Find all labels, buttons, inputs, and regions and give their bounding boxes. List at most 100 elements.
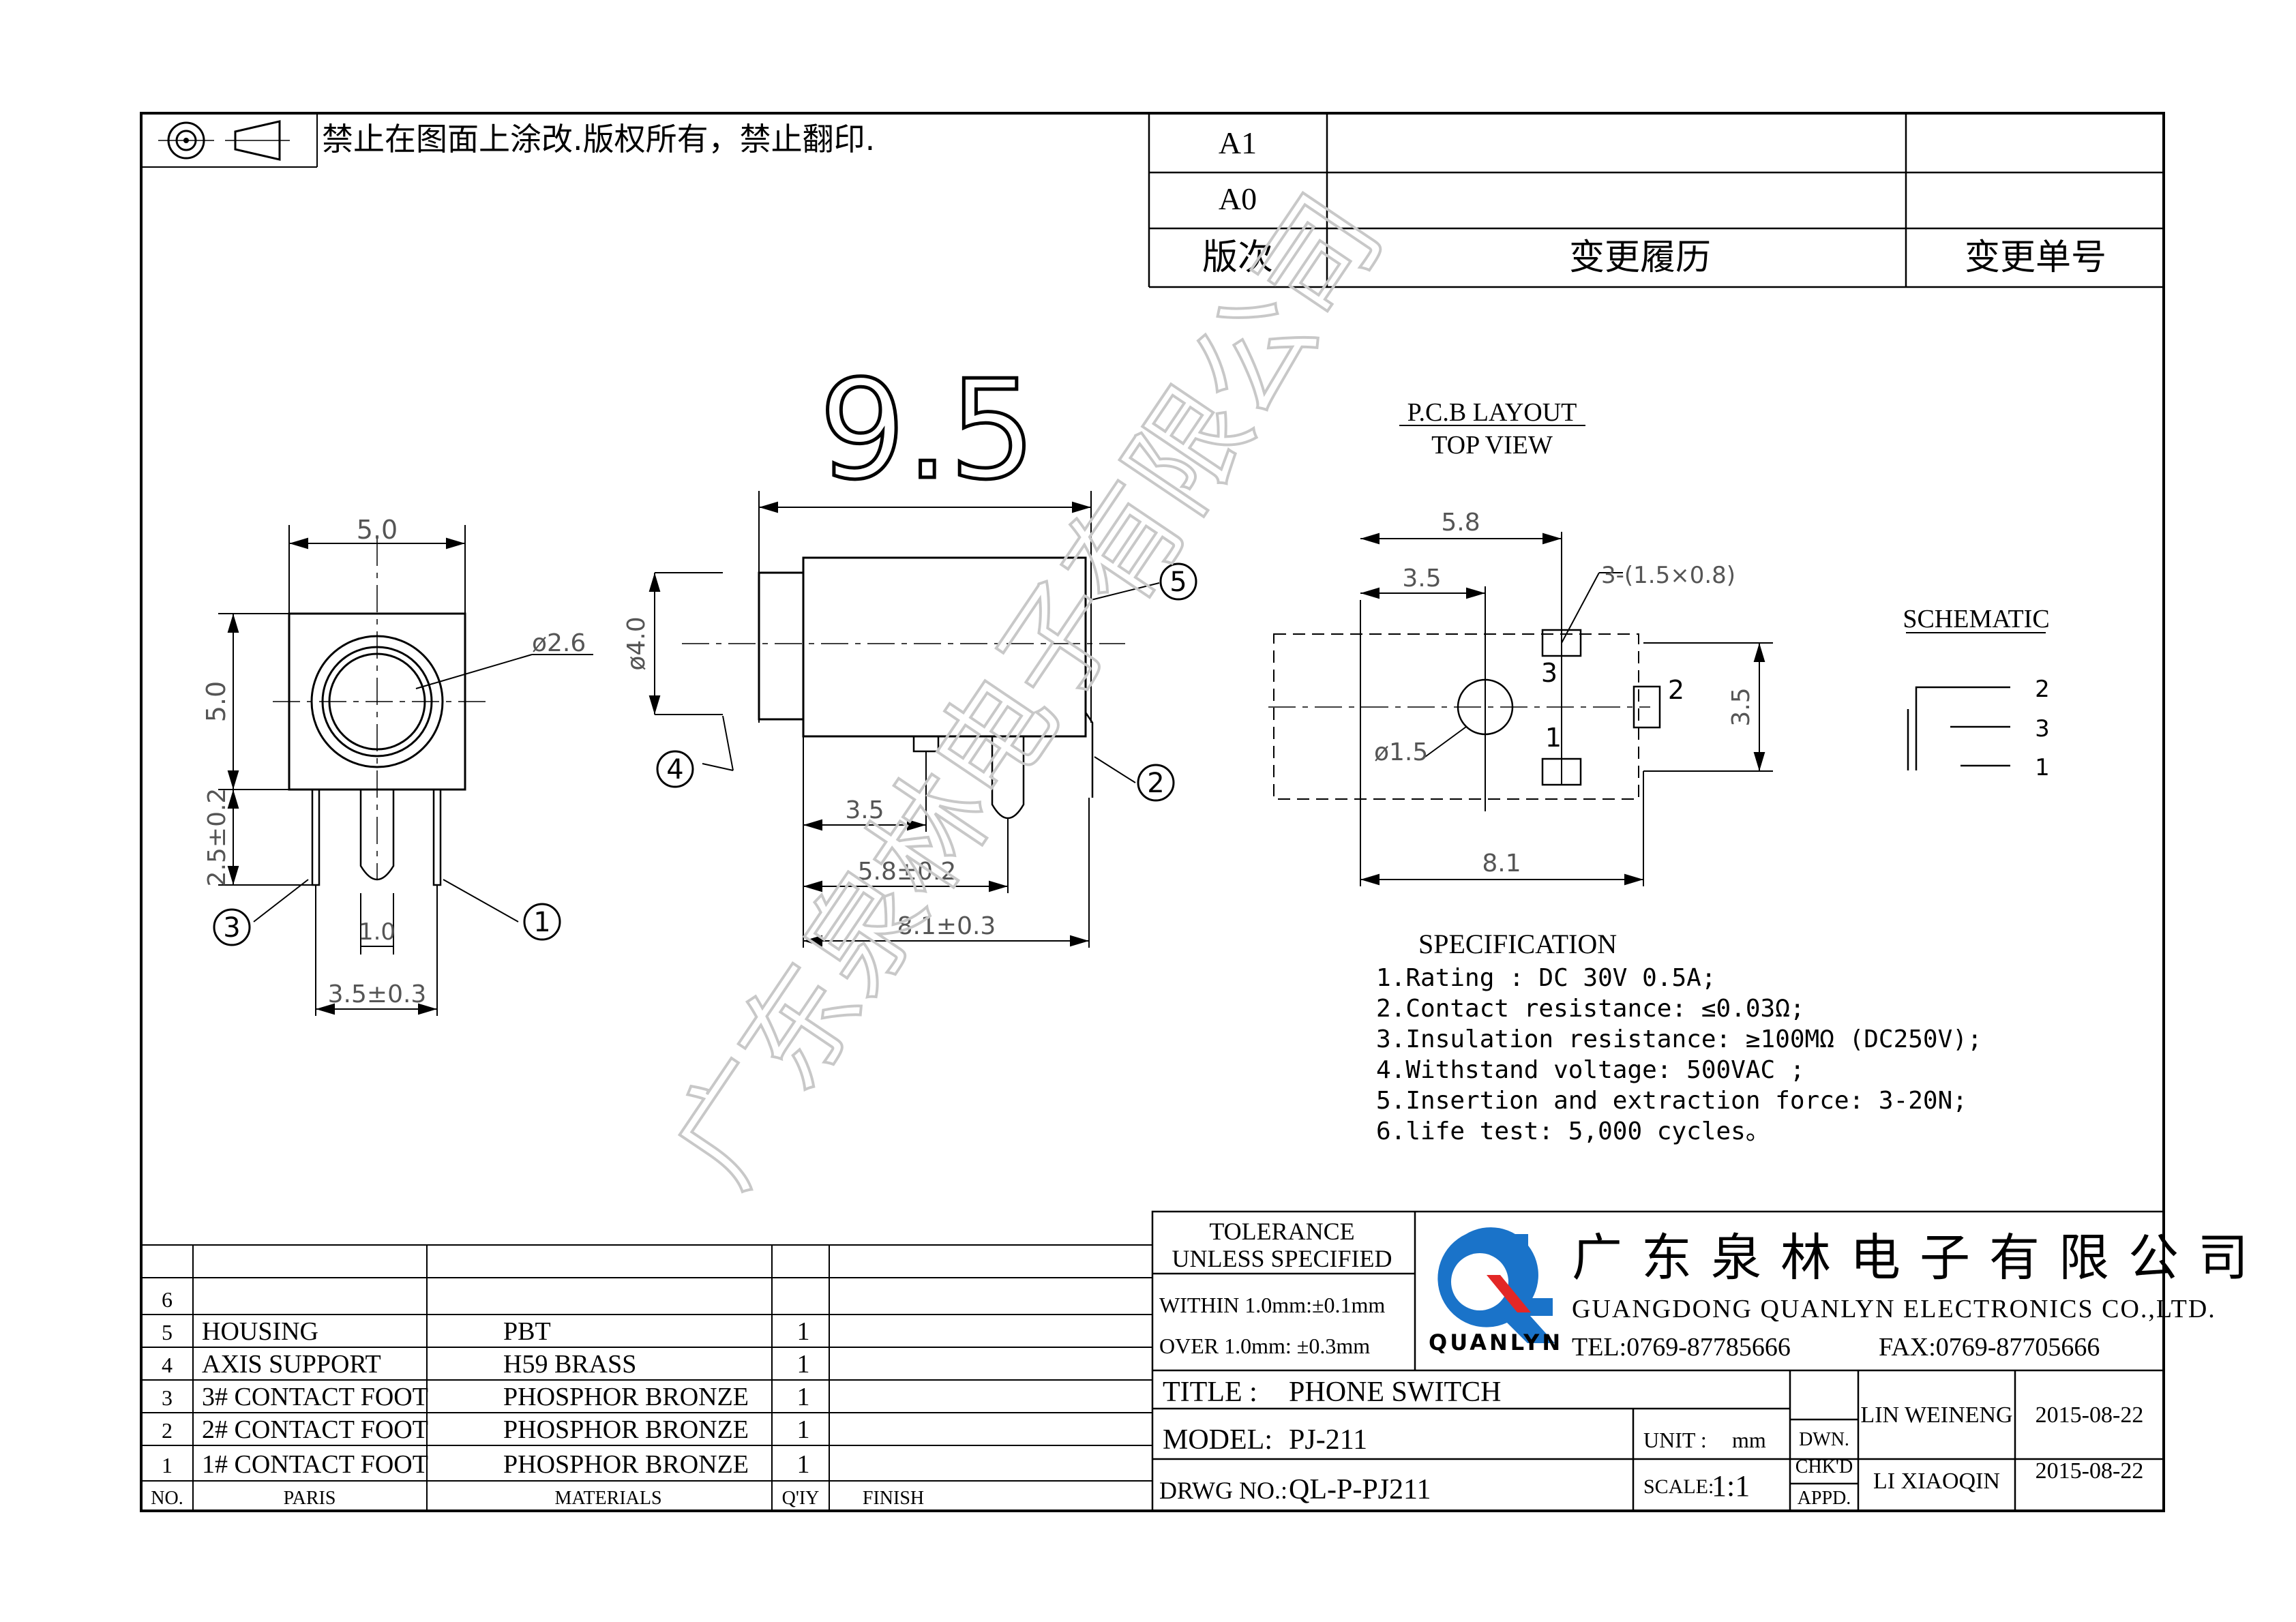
pin-gap-label: 1.0: [359, 918, 396, 946]
tolerance-subtitle: UNLESS SPECIFIED: [1172, 1245, 1392, 1272]
approved-by-label: APPD.: [1798, 1488, 1851, 1509]
drawn-by-label: DWN.: [1799, 1429, 1849, 1450]
spec-item-2: 2.Contact resistance: ≤0.03Ω;: [1376, 995, 1805, 1023]
bom-header-qty: Q'IY: [782, 1488, 820, 1509]
balloon-4: 4: [656, 750, 694, 788]
revision-col-history: 变更履历: [1569, 237, 1711, 278]
company-name-cn: 广东泉林电子有限公司: [1572, 1229, 2267, 1287]
schematic-pin-2: 2: [2035, 676, 2050, 703]
pcb-title: P.C.B LAYOUT: [1407, 398, 1577, 427]
checked-date: 2015-08-22: [2036, 1458, 2144, 1484]
pcb-dim-3-5: 3.5: [1402, 565, 1441, 592]
spec-item-3: 3.Insulation resistance: ≥100MΩ (DC250V)…: [1376, 1025, 1982, 1053]
revision-col-number: 变更单号: [1965, 237, 2106, 278]
schematic-title: SCHEMATIC: [1903, 605, 2049, 633]
svg-text:1: 1: [797, 1415, 810, 1444]
checked-by-name: LI XIAOQIN: [1873, 1469, 2000, 1494]
schematic-pin-1: 1: [2035, 754, 2050, 781]
svg-text:HOUSING: HOUSING: [202, 1317, 318, 1346]
company-tel: TEL:0769-87785666: [1572, 1333, 1791, 1362]
bom-header-material: MATERIALS: [554, 1488, 661, 1509]
table-row: 3 3# CONTACT FOOT PHOSPHOR BRONZE 1: [162, 1383, 810, 1411]
revision-row-a1: A1: [1219, 125, 1257, 160]
svg-text:1: 1: [533, 907, 550, 938]
svg-text:PBT: PBT: [503, 1317, 551, 1346]
company-watermark: 广东泉林电子有限公司: [648, 172, 1408, 1209]
pcb-dim-8-1: 8.1: [1482, 850, 1521, 877]
pcb-pad-size: 3-(1.5×0.8): [1601, 562, 1735, 589]
table-row: 1 1# CONTACT FOOT PHOSPHOR BRONZE 1: [162, 1450, 810, 1479]
scale-label: SCALE:: [1643, 1475, 1714, 1498]
bom-rows: 6 5 HOUSING PBT 1 4 AXIS SUPPORT H59 BRA…: [151, 1287, 924, 1509]
title-value: PHONE SWITCH: [1289, 1377, 1502, 1408]
model-value: PJ-211: [1289, 1424, 1367, 1456]
svg-text:2# CONTACT FOOT: 2# CONTACT FOOT: [202, 1415, 428, 1444]
balloon-1: 1: [523, 903, 561, 941]
front-width-label: 5.0: [357, 515, 398, 545]
side-diameter-label: ø4.0: [623, 616, 651, 670]
svg-text:1: 1: [162, 1453, 173, 1477]
pcb-dim-5-8: 5.8: [1441, 509, 1480, 537]
tolerance-within: WITHIN 1.0mm:±0.1mm: [1159, 1293, 1385, 1317]
scale-value: 1:1: [1712, 1469, 1750, 1503]
balloon-2: 2: [1137, 764, 1175, 802]
spec-item-5: 5.Insertion and extraction force: 3-20N;: [1376, 1087, 1967, 1115]
balloon-3: 3: [213, 908, 251, 946]
svg-text:3# CONTACT FOOT: 3# CONTACT FOOT: [202, 1383, 428, 1411]
svg-text:1: 1: [797, 1350, 810, 1379]
overall-length-label: 9.5: [819, 351, 1036, 510]
copyright-notice: 禁止在图面上涂改.版权所有，禁止翻印.: [322, 121, 875, 157]
pin-length-label: 2.5±0.2: [203, 788, 231, 887]
pcb-subtitle: TOP VIEW: [1431, 431, 1553, 460]
revision-col-version: 版次: [1202, 237, 1273, 278]
company-fax: FAX:0769-87705666: [1879, 1333, 2100, 1362]
svg-text:1: 1: [797, 1317, 810, 1346]
drawing-number-label: DRWG NO.:: [1159, 1477, 1287, 1504]
tolerance-title: TOLERANCE: [1209, 1218, 1354, 1245]
title-block: [1151, 1210, 2165, 1512]
table-row: 5 HOUSING PBT 1: [162, 1317, 810, 1346]
schematic-symbol: [1907, 686, 2010, 770]
specification-title: SPECIFICATION: [1418, 929, 1617, 959]
svg-text:AXIS SUPPORT: AXIS SUPPORT: [202, 1350, 381, 1379]
svg-text:PHOSPHOR BRONZE: PHOSPHOR BRONZE: [503, 1415, 749, 1444]
bom-header-no: NO.: [151, 1488, 183, 1509]
bom-table: [141, 1244, 1152, 1511]
spec-item-4: 4.Withstand voltage: 500VAC ;: [1376, 1056, 1805, 1084]
drawn-by-name: LIN WEINENG: [1860, 1402, 2012, 1428]
tolerance-over: OVER 1.0mm: ±0.3mm: [1159, 1334, 1370, 1358]
bom-row-6-no: 6: [162, 1287, 173, 1312]
pcb-pin-2: 2: [1668, 675, 1684, 705]
revision-table: [1148, 113, 2164, 288]
logo-text: QUANLYN: [1429, 1330, 1563, 1355]
side-dim-3-5: 3.5: [845, 796, 884, 824]
pcb-pin-3: 3: [1541, 658, 1557, 688]
side-view: [648, 556, 1160, 948]
projection-symbol-icon: [158, 120, 290, 161]
pcb-layout-view: [1268, 532, 1773, 886]
pcb-hole-label: ø1.5: [1374, 738, 1428, 766]
bom-header-finish: FINISH: [863, 1488, 924, 1509]
spec-item-6: 6.life test: 5,000 cycles。: [1376, 1117, 1770, 1145]
table-row: 2 2# CONTACT FOOT PHOSPHOR BRONZE 1: [162, 1415, 810, 1444]
checked-by-label: CHK'D: [1795, 1456, 1853, 1477]
title-label: TITLE :: [1163, 1377, 1257, 1408]
pcb-pin-1: 1: [1545, 723, 1562, 753]
table-row: 4 AXIS SUPPORT H59 BRASS 1: [162, 1350, 810, 1379]
svg-text:4: 4: [666, 754, 683, 785]
svg-text:4: 4: [162, 1353, 173, 1377]
svg-text:1: 1: [797, 1450, 810, 1479]
company-name-en: GUANGDONG QUANLYN ELECTRONICS CO.,LTD.: [1572, 1295, 2216, 1323]
svg-text:PHOSPHOR BRONZE: PHOSPHOR BRONZE: [503, 1383, 749, 1411]
side-dim-8-1: 8.1±0.3: [897, 912, 996, 940]
notice-block: 禁止在图面上涂改.版权所有，禁止翻印.: [141, 113, 875, 168]
svg-text:3: 3: [162, 1385, 173, 1410]
drawn-date: 2015-08-22: [2036, 1402, 2144, 1428]
bom-header-row: NO. PARIS MATERIALS Q'IY FINISH: [151, 1488, 924, 1509]
svg-text:3: 3: [223, 912, 240, 944]
side-dim-5-8: 5.8±0.2: [858, 858, 957, 886]
svg-text:1: 1: [797, 1383, 810, 1411]
svg-text:2: 2: [162, 1418, 173, 1443]
pin-span-label: 3.5±0.3: [328, 980, 427, 1008]
company-logo: QUANLYN: [1429, 1227, 1563, 1355]
